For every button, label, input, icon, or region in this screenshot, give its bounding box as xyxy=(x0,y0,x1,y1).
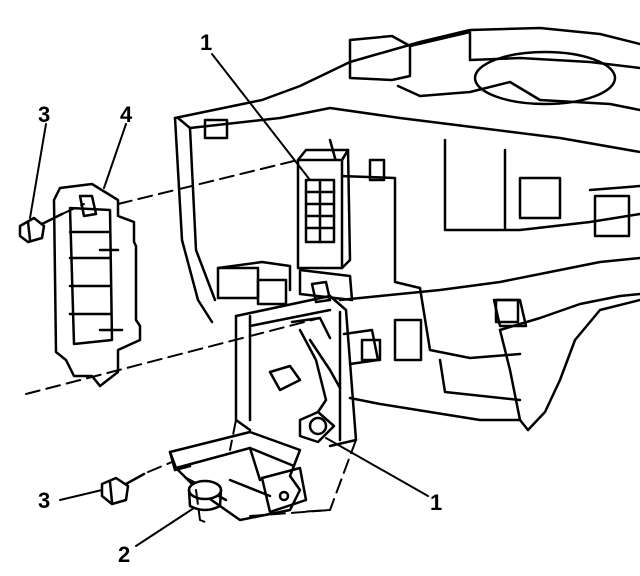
instrument-panel xyxy=(173,26,640,432)
connector-module-1 xyxy=(296,148,354,302)
callout-labels: 1 3 4 3 2 1 xyxy=(38,30,442,567)
sensor-module-2 xyxy=(168,430,308,522)
callout-right-1: 1 xyxy=(430,490,442,515)
callout-left-4: 4 xyxy=(120,102,133,127)
screw-3-bottom xyxy=(100,472,146,506)
control-module-4 xyxy=(52,182,142,388)
assembly-lines xyxy=(25,159,357,525)
leader-lines xyxy=(29,53,429,547)
callout-bottom-2: 2 xyxy=(118,542,130,567)
callout-bottom-3: 3 xyxy=(38,488,50,513)
mounting-bracket xyxy=(234,278,382,448)
callout-top-1: 1 xyxy=(200,30,212,55)
callout-left-3: 3 xyxy=(38,102,50,127)
screw-3-left xyxy=(18,212,64,244)
